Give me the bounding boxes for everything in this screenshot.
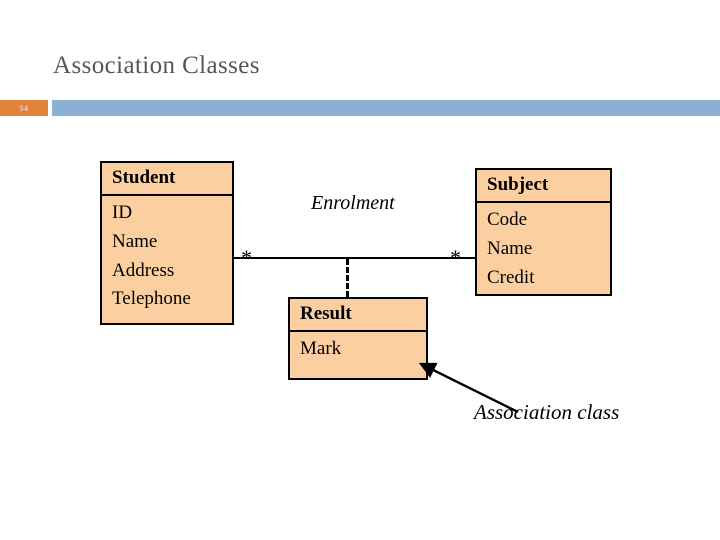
uml-attributes-subject: Code Name Credit — [477, 203, 610, 297]
uml-attribute: ID — [112, 201, 133, 223]
association-line — [234, 257, 475, 259]
multiplicity-subject: * — [450, 245, 461, 270]
uml-attribute: Credit — [487, 266, 535, 288]
uml-class-name-student: Student — [102, 163, 232, 196]
slide-number-badge: 54 — [0, 100, 48, 116]
uml-attribute: Name — [487, 237, 533, 259]
uml-attribute: Name — [112, 230, 158, 252]
uml-attribute: Code — [487, 208, 528, 230]
page-title: Association Classes — [53, 52, 260, 79]
annotation-label: Association class — [474, 400, 620, 424]
uml-class-subject[interactable]: Subject Code Name Credit — [475, 168, 612, 296]
uml-attributes-result: Mark — [290, 332, 426, 368]
header-divider-bar — [52, 100, 720, 116]
uml-class-name-subject: Subject — [477, 170, 610, 203]
association-label: Enrolment — [311, 192, 395, 214]
uml-attribute: Address — [112, 259, 175, 281]
uml-attribute: Telephone — [112, 288, 191, 310]
uml-attribute: Mark — [300, 337, 342, 359]
annotation-arrow-icon — [418, 362, 519, 414]
multiplicity-student: * — [241, 245, 252, 270]
uml-attributes-student: ID Name Address Telephone — [102, 196, 232, 319]
uml-class-result[interactable]: Result Mark — [288, 297, 428, 380]
association-class-dashed-connector — [346, 259, 349, 297]
uml-class-student[interactable]: Student ID Name Address Telephone — [100, 161, 234, 325]
uml-class-name-result: Result — [290, 299, 426, 332]
